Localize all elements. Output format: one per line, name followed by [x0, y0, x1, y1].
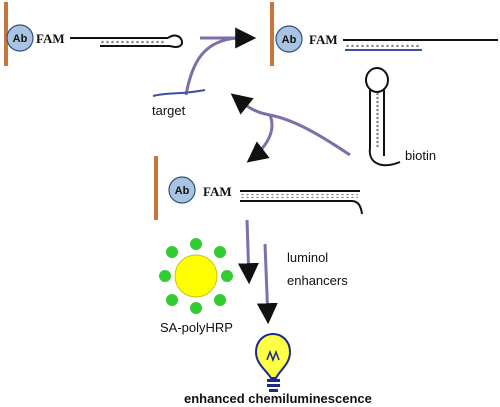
fam-label: FAM — [36, 31, 65, 46]
arrows-detection — [237, 219, 278, 325]
biotin-label: biotin — [405, 148, 436, 163]
arrow-recycle — [230, 93, 351, 163]
antibody-ab — [6, 24, 34, 52]
ab-label: Ab — [13, 33, 28, 45]
sa-polyhrp-bead: SA-polyHRP — [159, 238, 233, 335]
arrow-hybridization — [184, 27, 257, 96]
fam-label: FAM — [203, 184, 232, 199]
surface-bar — [4, 2, 8, 66]
probe-hybridized: Ab FAM — [270, 2, 498, 66]
light-bulb-icon — [254, 332, 292, 392]
ab-label: Ab — [175, 185, 190, 197]
ab-label: Ab — [282, 34, 297, 46]
enhanced-chemiluminescence-label: enhanced chemiluminescence — [184, 391, 372, 406]
antibody-ab — [275, 25, 303, 53]
fam-label: FAM — [309, 32, 338, 47]
antibody-ab — [168, 176, 196, 204]
surface-bar — [270, 2, 274, 66]
target-label: target — [152, 103, 186, 118]
probe-extended: Ab FAM — [154, 156, 363, 220]
luminol-label-line1: luminol — [287, 250, 328, 265]
biotin-hairpin: biotin — [365, 67, 436, 167]
probe-initial: Ab FAM — [4, 2, 183, 66]
sa-polyhrp-label: SA-polyHRP — [160, 320, 233, 335]
luminol-label-line2: enhancers — [287, 273, 348, 288]
target-strand: target — [152, 89, 206, 118]
surface-bar — [154, 156, 158, 220]
